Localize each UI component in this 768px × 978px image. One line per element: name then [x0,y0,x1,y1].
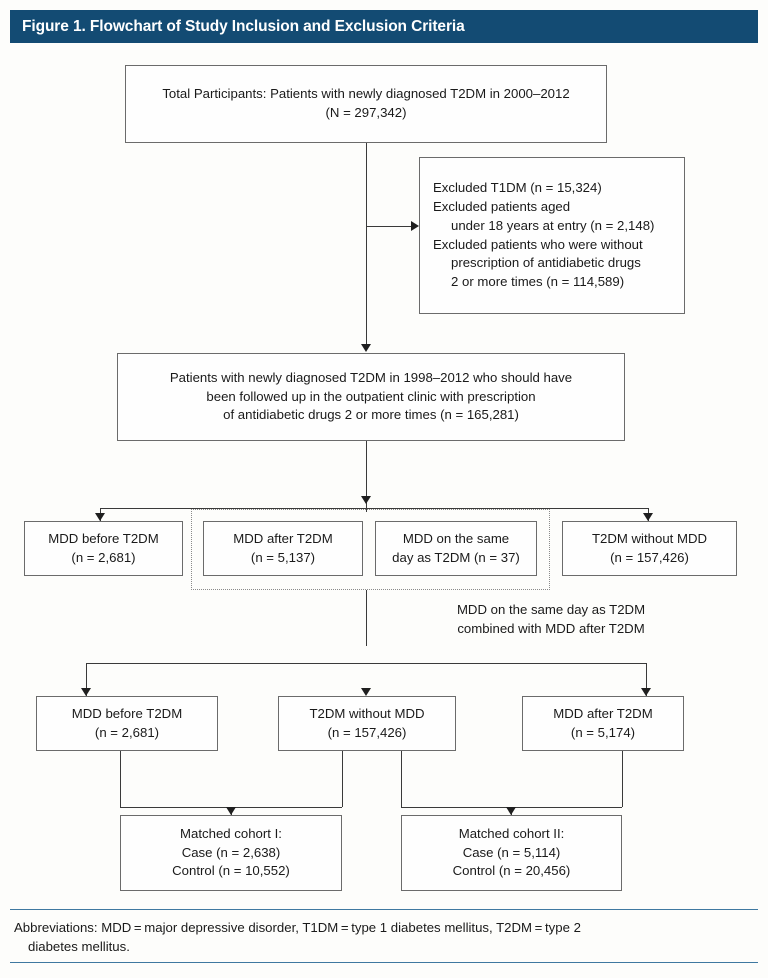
footnote-rule-bottom [10,962,758,963]
connector-split-2-horizontal [86,663,646,664]
node-mdd-before-t2dm-a-line1: MDD before T2DM [48,530,159,546]
node-included-line2: been followed up in the outpatient clini… [206,388,536,404]
node-mdd-same-day-line1: MDD on the same [402,530,510,546]
node-t2dm-without-mdd-b: T2DM without MDD (n = 157,426) [278,696,456,751]
connector-split-2-right-drop [646,663,647,696]
arrow-into-matched-cohort-1 [226,807,236,815]
node-included-line3: of antidiabetic drugs 2 or more times (n… [223,407,519,423]
node-t2dm-without-mdd-a: T2DM without MDD (n = 157,426) [562,521,737,576]
node-excluded-line2: Excluded patients aged [433,199,571,215]
arrow-into-mdd-before-t2dm-b [81,688,91,696]
node-t2dm-without-mdd-b-line2: (n = 157,426) [327,724,407,740]
node-mdd-after-t2dm-a: MDD after T2DM (n = 5,137) [203,521,363,576]
node-matched-cohort-1-line3: Control (n = 10,552) [172,863,290,879]
dotted-grouping-region [191,509,550,590]
connector-trunk-main [366,143,367,346]
arrow-into-excluded [411,221,419,231]
connector-cohort2-left-stem [401,751,402,807]
node-mdd-same-day: MDD on the same day as T2DM (n = 37) [375,521,537,576]
footnote-abbreviations: Abbreviations: MDD = major depressive di… [14,918,756,956]
node-mdd-before-t2dm-b: MDD before T2DM (n = 2,681) [36,696,218,751]
node-excluded-line1: Excluded T1DM (n = 15,324) [433,180,602,196]
node-excluded-line5: prescription of antidiabetic drugs [451,255,641,271]
node-matched-cohort-2-line1: Matched cohort II: [458,825,565,841]
connector-cohort1-right-stem [342,751,343,807]
connector-included-down [366,441,367,512]
connector-split-1-horizontal [100,508,649,509]
footnote-rule-top [10,909,758,910]
node-matched-cohort-2-line2: Case (n = 5,114) [462,844,561,860]
node-t2dm-without-mdd-a-line1: T2DM without MDD [591,530,708,546]
node-matched-cohort-2-line3: Control (n = 20,456) [452,863,571,879]
arrow-into-mdd-after-t2dm-b [641,688,651,696]
node-mdd-after-t2dm-a-line2: (n = 5,137) [250,549,316,565]
node-mdd-after-t2dm-b: MDD after T2DM (n = 5,174) [522,696,684,751]
footnote-line1: Abbreviations: MDD = major depressive di… [14,920,581,935]
arrow-into-included [361,344,371,352]
connector-split-2-left-drop [86,663,87,696]
connector-to-excluded [366,226,411,227]
node-total-participants-line1: Total Participants: Patients with newly … [162,86,570,102]
node-mdd-same-day-line2: day as T2DM (n = 37) [392,549,520,565]
node-matched-cohort-2: Matched cohort II: Case (n = 5,114) Cont… [401,815,622,891]
node-excluded-line3: under 18 years at entry (n = 2,148) [451,217,655,233]
arrow-into-mdd-before-t2dm-a [95,513,105,521]
node-matched-cohort-1-line1: Matched cohort I: [180,825,282,841]
node-excluded-line6: 2 or more times (n = 114,589) [451,273,625,289]
arrow-into-matched-cohort-2 [506,807,516,815]
node-mdd-after-t2dm-a-line1: MDD after T2DM [233,530,333,546]
annotation-combine-note-line2: combined with MDD after T2DM [457,621,645,637]
arrow-into-t2dm-without-mdd-a [643,513,653,521]
arrow-into-dotted-group [361,496,371,504]
node-total-participants: Total Participants: Patients with newly … [125,65,607,143]
arrow-into-t2dm-without-mdd-b [361,688,371,696]
node-mdd-before-t2dm-b-line1: MDD before T2DM [71,705,183,721]
node-matched-cohort-1-line2: Case (n = 2,638) [181,844,281,860]
figure-title-bar: Figure 1. Flowchart of Study Inclusion a… [10,10,758,43]
node-mdd-after-t2dm-b-line2: (n = 5,174) [570,724,636,740]
node-mdd-before-t2dm-a: MDD before T2DM (n = 2,681) [24,521,183,576]
node-included: Patients with newly diagnosed T2DM in 19… [117,353,625,441]
node-mdd-before-t2dm-a-line2: (n = 2,681) [71,549,136,565]
node-t2dm-without-mdd-a-line2: (n = 157,426) [610,549,689,565]
node-total-participants-line2: (N = 297,342) [325,105,407,120]
node-matched-cohort-1: Matched cohort I: Case (n = 2,638) Contr… [120,815,342,891]
node-excluded: Excluded T1DM (n = 15,324) Excluded pati… [419,157,685,314]
node-t2dm-without-mdd-b-line1: T2DM without MDD [309,705,425,721]
connector-group-down [366,590,367,646]
node-mdd-before-t2dm-b-line2: (n = 2,681) [94,724,160,740]
node-excluded-line4: Excluded patients who were without [433,236,643,252]
footnote-line2: diabetes mellitus. [28,939,130,955]
annotation-combine-note: MDD on the same day as T2DM combined wit… [386,600,716,638]
connector-cohort1-left-stem [120,751,121,807]
figure-title: Figure 1. Flowchart of Study Inclusion a… [22,17,465,35]
node-included-line1: Patients with newly diagnosed T2DM in 19… [169,369,573,385]
connector-cohort2-right-stem [622,751,623,807]
node-mdd-after-t2dm-b-line1: MDD after T2DM [553,705,653,721]
annotation-combine-note-line1: MDD on the same day as T2DM [456,602,646,617]
